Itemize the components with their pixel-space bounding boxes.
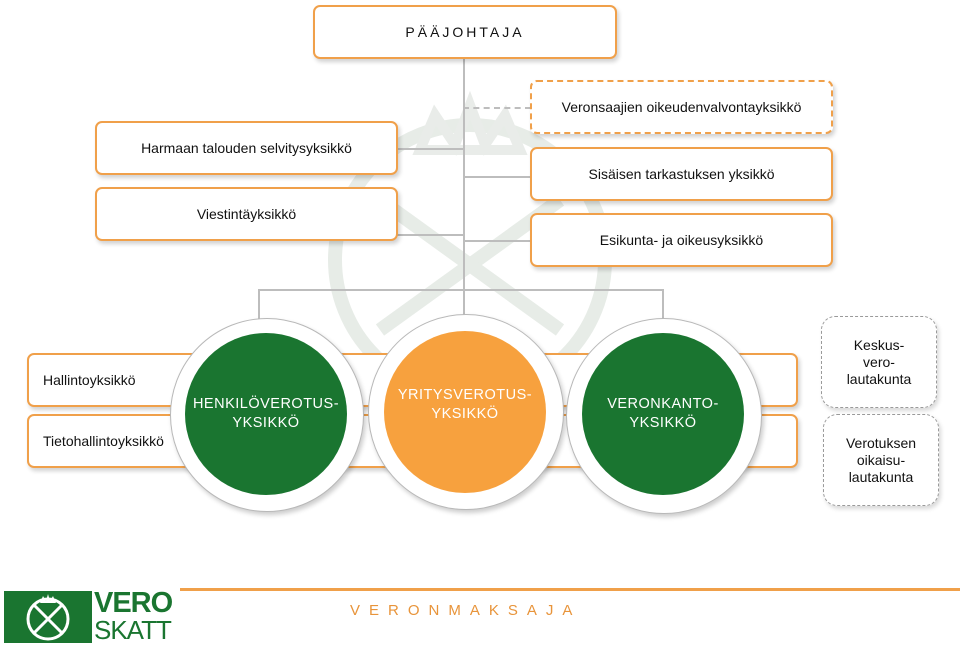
board-box: Verotuksen oikaisu- lautakunta [823, 414, 939, 506]
logo-skatt-text: SKATT [94, 615, 171, 646]
core-unit-disc: YRITYSVEROTUS- YKSIKKÖ [384, 331, 546, 493]
core-unit-label: YRITYSVEROTUS- YKSIKKÖ [398, 386, 532, 424]
core-unit-disc: HENKILÖVEROTUS- YKSIKKÖ [185, 333, 347, 495]
drop-line [258, 289, 260, 319]
staff-unit-label: Esikunta- ja oikeusyksikkö [600, 232, 763, 248]
core-unit-disc: VERONKANTO- YKSIKKÖ [582, 333, 744, 495]
staff-unit-label: Viestintäyksikkö [197, 206, 296, 222]
staff-unit-label: Veronsaajien oikeudenvalvontayksikkö [562, 99, 802, 115]
core-unit-label: HENKILÖVEROTUS- YKSIKKÖ [193, 395, 339, 433]
vero-skatt-logo: VERO SKATT [4, 591, 174, 643]
staff-unit-box: Veronsaajien oikeudenvalvontayksikkö [530, 80, 833, 134]
footer-tagline: VERONMAKSAJA [350, 602, 581, 619]
dashed-branch-line [463, 107, 531, 109]
drop-line [662, 289, 664, 319]
core-unit-label: VERONKANTO- YKSIKKÖ [607, 395, 719, 433]
support-unit-label: Hallintoyksikkö [43, 372, 136, 388]
staff-unit-box: Harmaan talouden selvitysyksikkö [95, 121, 398, 175]
horizontal-bus-line [258, 289, 664, 291]
footer-rule [180, 588, 960, 591]
staff-unit-label: Sisäisen tarkastuksen yksikkö [589, 166, 775, 182]
board-label: Keskus- vero- lautakunta [847, 337, 912, 388]
staff-unit-box: Esikunta- ja oikeusyksikkö [530, 213, 833, 267]
support-unit-label: Tietohallintoyksikkö [43, 433, 164, 449]
staff-unit-box: Sisäisen tarkastuksen yksikkö [530, 147, 833, 201]
board-box: Keskus- vero- lautakunta [821, 316, 937, 408]
director-general-box: PÄÄJOHTAJA [313, 5, 617, 59]
board-label: Verotuksen oikaisu- lautakunta [846, 435, 916, 486]
logo-emblem-icon [4, 591, 92, 643]
director-general-label: PÄÄJOHTAJA [405, 24, 524, 40]
branch-line [463, 176, 531, 178]
branch-line [397, 234, 465, 236]
branch-line [463, 240, 531, 242]
staff-unit-label: Harmaan talouden selvitysyksikkö [141, 140, 352, 156]
branch-line [397, 148, 465, 150]
main-trunk-line [463, 58, 465, 290]
staff-unit-box: Viestintäyksikkö [95, 187, 398, 241]
